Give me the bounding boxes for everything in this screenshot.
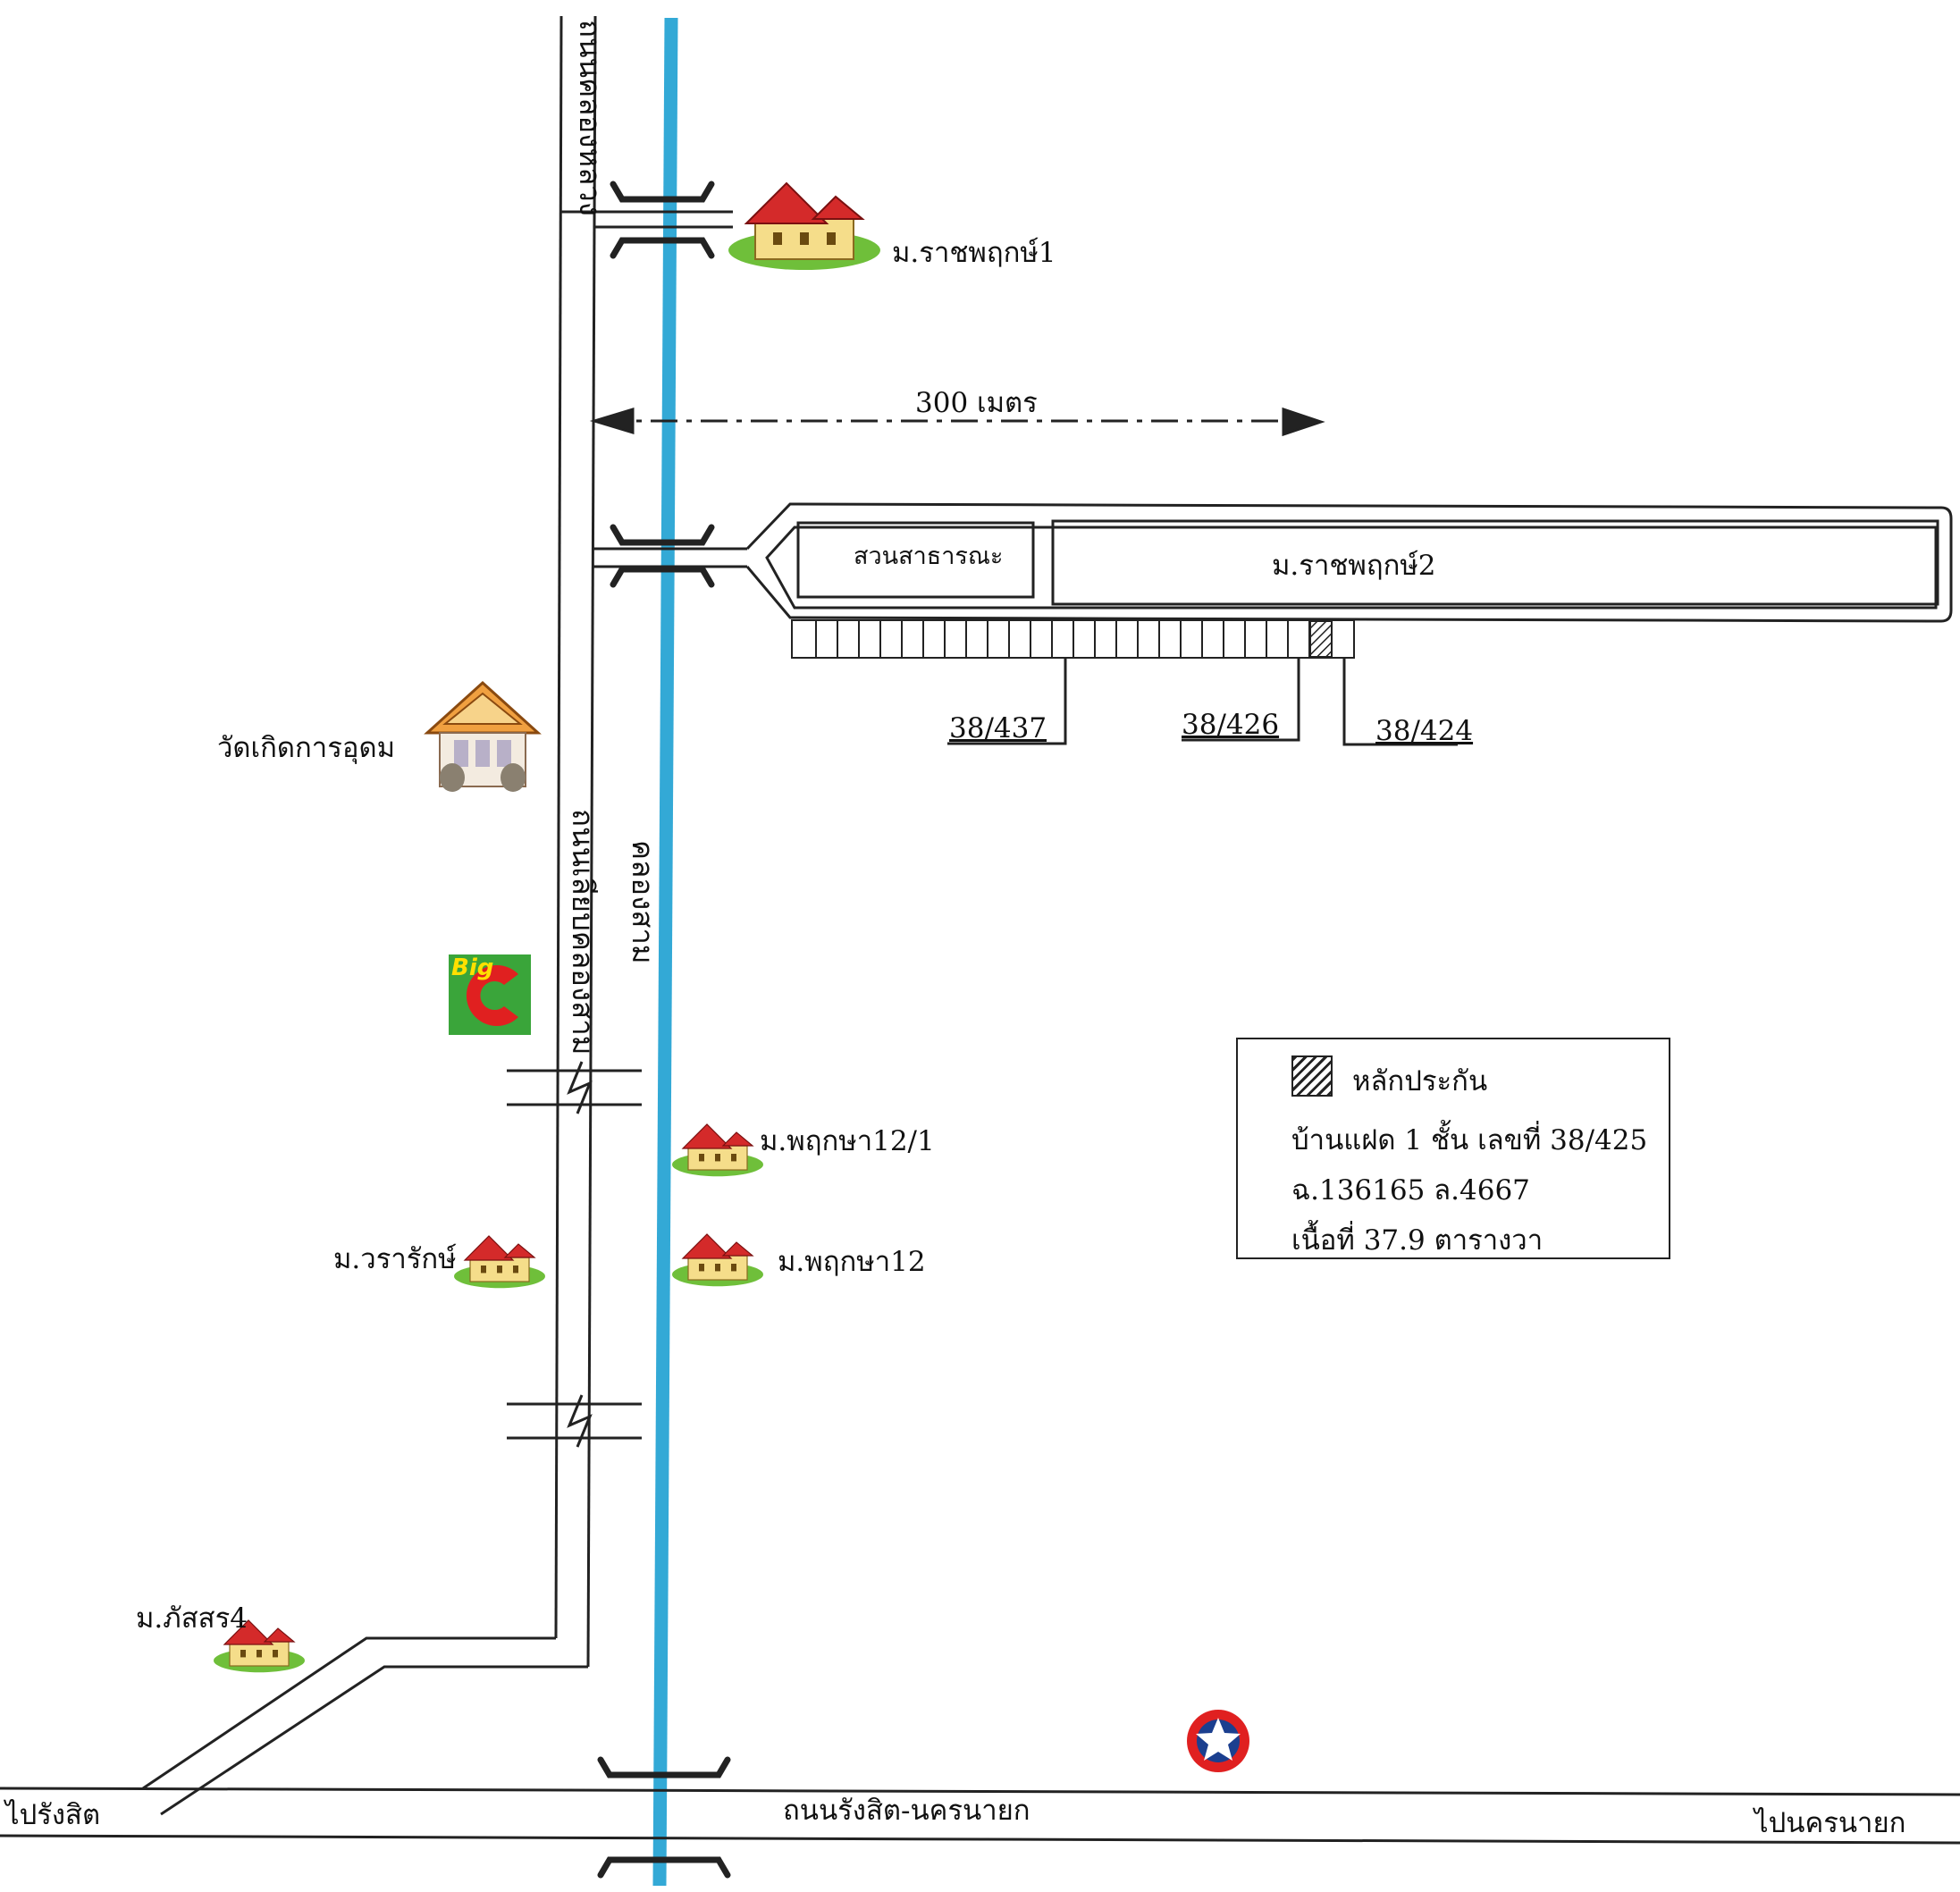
diagonal-road: [142, 1636, 588, 1816]
lot-424-label: 38/424: [1375, 715, 1474, 747]
phruksa12-label: ม.พฤกษา12: [778, 1246, 926, 1278]
collateral-lot-marker: [1309, 620, 1333, 658]
khlong-luang-road-label: ถนนคลองหลวง: [573, 20, 608, 216]
collateral-hatch-swatch: [1291, 1055, 1333, 1097]
to-rangsit-label: ไปรังสิต: [5, 1799, 101, 1831]
wararak-label: ม.วรารักษ์: [333, 1243, 457, 1275]
lot-437-label: 38/437: [949, 712, 1047, 744]
branch-road-ratchaphruek2: [592, 502, 1953, 623]
legend-line3: เนื้อที่ 37.9 ตารางวา: [1291, 1224, 1544, 1257]
house-icon-wararak: [454, 1235, 545, 1289]
house-icon-phatsorn4: [214, 1619, 305, 1673]
branch-road-ratchaphruek1: [561, 210, 733, 229]
house-icon-phruksa12-1: [672, 1123, 763, 1177]
house-icon-phruksa12: [672, 1233, 763, 1287]
caltex-star-logo: [1187, 1710, 1249, 1772]
bigc-logo: [449, 954, 531, 1035]
khlong-sam-canal: [652, 17, 678, 1887]
legend-line1: บ้านแฝด 1 ชั้น เลขที่ 38/425: [1291, 1124, 1648, 1156]
lot-426-label: 38/426: [1182, 709, 1280, 741]
rangsit-nakhonnayok-road-lines: [0, 1787, 1960, 1845]
bridge-symbols: [597, 181, 731, 1879]
park-box: [796, 521, 1035, 599]
ratchaphruek2-label: ม.ราชพฤกษ์2: [1272, 550, 1436, 582]
phatsorn4-label: ม.ภัสสร4: [136, 1602, 248, 1635]
legend-line2: ฉ.136165 ล.4667: [1291, 1174, 1530, 1207]
phruksa12-1-label: ม.พฤกษา12/1: [760, 1125, 935, 1157]
distance-arrow: [589, 407, 1325, 437]
ratchaphruek2-box: [1051, 519, 1939, 606]
rangsit-nakhonnayok-road-label: ถนนรังสิต-นครนายก: [783, 1795, 1030, 1827]
collateral-legend: หลักประกัน บ้านแฝด 1 ชั้น เลขที่ 38/425 …: [1236, 1038, 1670, 1259]
temple-icon: [424, 680, 542, 792]
house-icon-ratchaphruek1: [728, 181, 880, 270]
liap-khlong-sam-road-label: ถนนเลียบคลองสาม: [566, 809, 601, 1055]
park-label: สวนสาธารณะ: [854, 542, 1004, 570]
legend-title: หลักประกัน: [1352, 1065, 1488, 1097]
bigc-logo-text: Big: [451, 954, 494, 981]
lot-leader-lines: [947, 658, 1458, 746]
canal-label: คลองสาม: [626, 840, 660, 964]
distance-label: 300 เมตร: [915, 387, 1038, 419]
road-break-marks: [507, 1061, 642, 1448]
ratchaphruek1-label: ม.ราชพฤกษ์1: [892, 237, 1056, 269]
to-nakhonnayok-label: ไปนครนายก: [1754, 1807, 1906, 1839]
liap-khlong-road-lines: [554, 15, 597, 1668]
temple-label: วัดเกิดการอุดม: [217, 732, 396, 764]
lots-strip: [791, 619, 1355, 659]
